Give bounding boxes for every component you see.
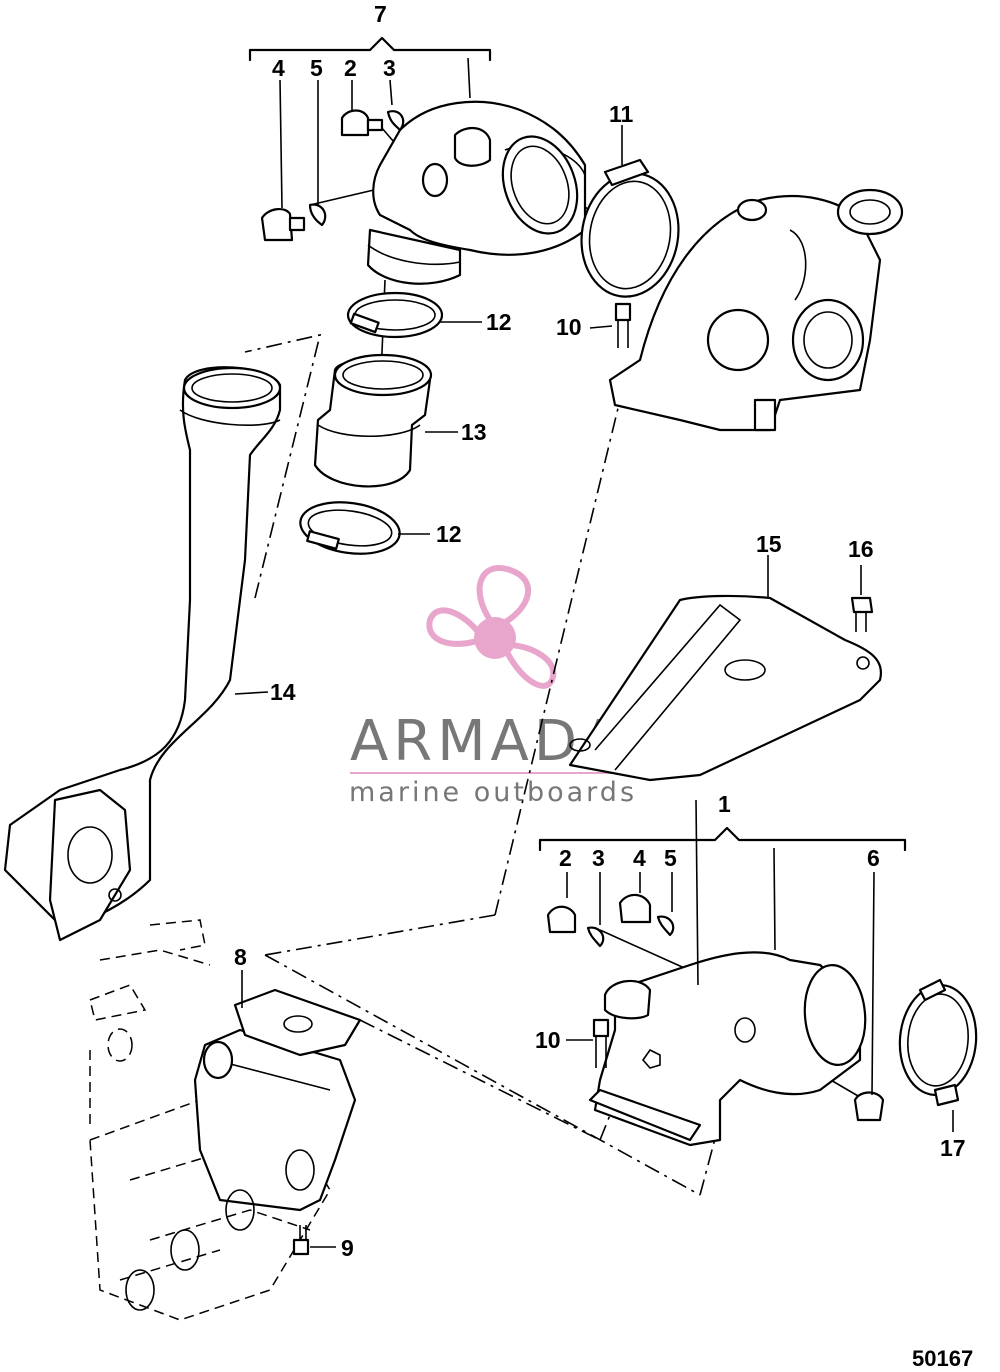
exhaust-manifold xyxy=(125,1028,357,1311)
clamp-17 xyxy=(898,978,978,1107)
callout-labels: 7 4 5 2 3 11 12 10 13 12 15 16 14 1 2 3 … xyxy=(234,1,966,1261)
exhaust-pipe-14 xyxy=(3,366,282,942)
callout-2-upper: 2 xyxy=(344,55,357,81)
callout-leaders xyxy=(234,36,954,1248)
clamp-11 xyxy=(580,158,680,298)
washer-5-lower xyxy=(656,915,675,937)
brand-tagline: marine outboards xyxy=(349,777,637,808)
drain-plug-2-upper xyxy=(340,109,384,137)
drain-plug-2-lower xyxy=(546,905,577,934)
gasket-8 xyxy=(233,988,362,1057)
washer-3-lower xyxy=(586,926,605,948)
diagram-reference-number: 50167 xyxy=(912,1346,973,1371)
hose-13 xyxy=(313,353,433,488)
plug-6 xyxy=(853,1091,885,1122)
drain-plug-4-upper xyxy=(260,208,306,242)
callout-6: 6 xyxy=(867,845,880,871)
callout-17: 17 xyxy=(940,1135,966,1161)
callout-8: 8 xyxy=(234,944,247,970)
callout-14: 14 xyxy=(270,679,296,705)
callout-12-upper: 12 xyxy=(486,309,512,335)
hose-clamp-12-lower xyxy=(299,501,401,555)
bolt-10-upper xyxy=(614,302,632,348)
callout-9: 9 xyxy=(341,1235,354,1261)
callout-5-upper: 5 xyxy=(310,55,323,81)
callout-15: 15 xyxy=(756,531,782,557)
turbocharger-assembly xyxy=(608,188,904,432)
callout-13: 13 xyxy=(461,419,487,445)
upper-exhaust-elbow xyxy=(366,100,587,285)
callout-12-lower: 12 xyxy=(436,521,462,547)
callout-16: 16 xyxy=(848,536,874,562)
washer-3-upper xyxy=(386,110,405,132)
callout-10-lower: 10 xyxy=(535,1027,561,1053)
screw-16 xyxy=(850,596,874,632)
callout-4-upper: 4 xyxy=(272,55,285,81)
callout-7: 7 xyxy=(374,1,387,27)
hose-clamp-12-upper xyxy=(346,291,444,339)
heat-shield-15 xyxy=(568,594,883,782)
drain-plug-4-lower xyxy=(618,893,652,924)
lower-exhaust-elbow xyxy=(588,951,867,1147)
callout-4-lower: 4 xyxy=(633,845,646,871)
bolt-10-lower xyxy=(592,1018,610,1068)
callout-11: 11 xyxy=(609,101,634,127)
callout-3-upper: 3 xyxy=(383,55,396,81)
washer-5-upper xyxy=(308,203,327,227)
callout-1: 1 xyxy=(718,791,731,817)
armada-logo-watermark: ARMADA marine outboards xyxy=(349,565,650,808)
callout-2-lower: 2 xyxy=(559,845,572,871)
propeller-hub-icon xyxy=(474,617,516,659)
bolt-9 xyxy=(292,1225,310,1256)
callout-5-lower: 5 xyxy=(664,845,677,871)
callout-10-upper: 10 xyxy=(556,314,582,340)
callout-3-lower: 3 xyxy=(592,845,605,871)
